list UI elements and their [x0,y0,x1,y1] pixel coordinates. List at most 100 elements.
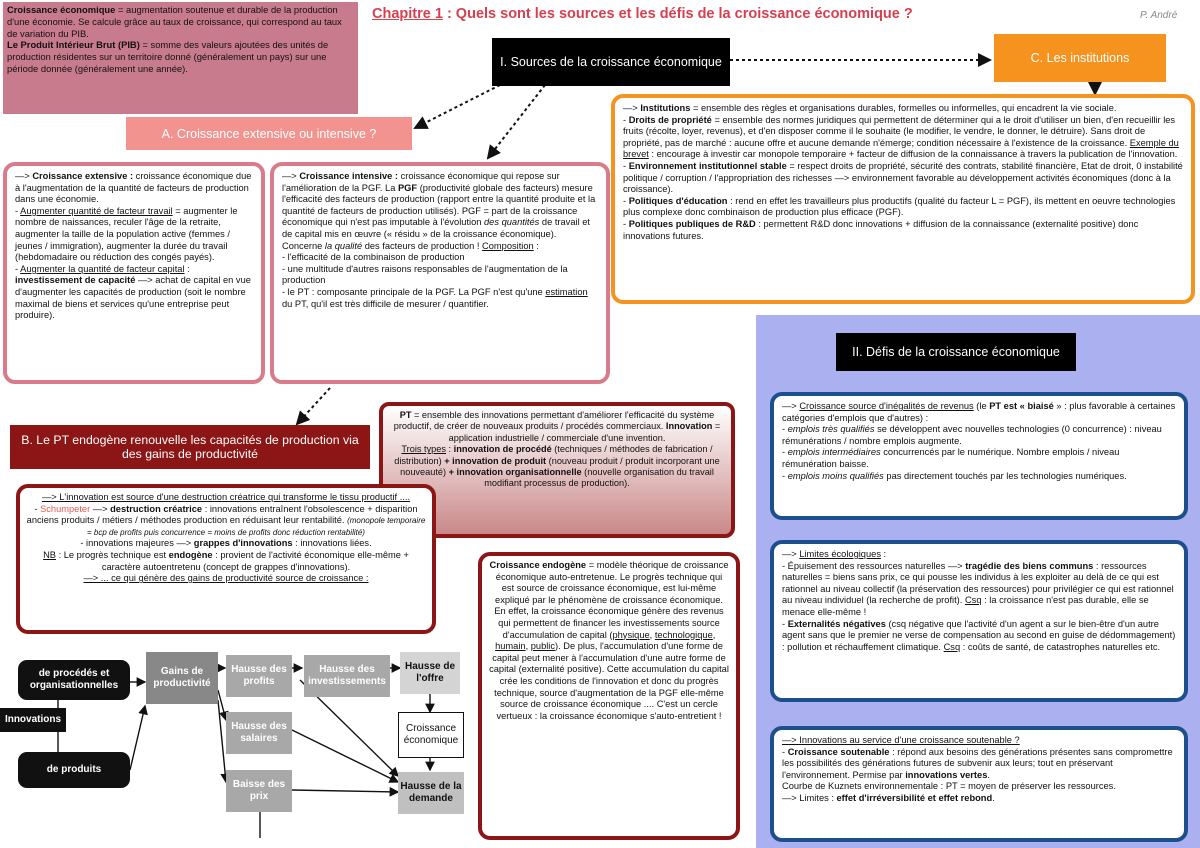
inst-property-term: Droits de propriété [628,114,712,125]
inst-education-term: Politiques d'éducation [628,195,728,206]
eco-dash: - [782,618,788,629]
schumpeter-name: Schumpeter [40,503,91,514]
schum-dash: - [34,503,41,514]
flow-croissance: Croissance économique [398,712,464,758]
innovations-vertes: innovations vertes [905,769,988,780]
inst-property-text: = ensemble des normes juridiques qui per… [623,114,1176,148]
grappes-prefix: - innovations majeures —> [80,538,194,549]
flow-gains: Gains de productivité [146,652,218,704]
nb-text-2: : provient de l'activité économique elle… [101,549,409,572]
flow-prix: Baisse des prix [226,770,292,812]
nb-text-1: : Le progrès technique est [56,549,169,560]
inst-dash-2: - [623,160,629,171]
innovation-term: Innovation [665,421,713,432]
chapter-label: Chapitre 1 [372,6,443,22]
inst-arrow: —> [623,103,641,113]
ext-term: Croissance extensive : [32,171,136,181]
types-colon: : [446,444,454,455]
flow-demande: Hausse de la demande [398,772,464,814]
eco-colon: : [880,549,887,559]
type-orga-desc: (nouvelle organisation du travail modifi… [484,467,714,489]
inst-rd-text: : permettent R&D donc innovations + diff… [623,218,1139,241]
int-item-2: - une multitude d'autres raisons respons… [282,263,568,286]
section-b-title: B. Le PT endogène renouvelle les capacit… [10,425,370,469]
inst-education-text: : rend en effet les travailleurs plus pr… [623,195,1176,218]
limites-term: effet d'irréversibilité et effet rebond [836,792,993,803]
sout-text: : répond aux besoins des générations pré… [782,746,1173,780]
endogenous-growth-box: Croissance endogène = modèle théorique d… [478,552,740,840]
endo-term: Croissance endogène [489,560,587,570]
sout-dash: - [782,746,788,757]
inst-dash-4: - [623,218,629,229]
inst-rd-term: Politiques publiques de R&D [628,218,756,229]
innovation-def: = application industrielle / commerciale… [448,421,721,443]
int-colon: : [533,240,539,251]
emplois-moins-qualifies-text: pas directement touchés par les technolo… [883,470,1127,481]
endogene-term: endogène [168,549,213,560]
capital-humain: humain [495,641,526,652]
inst-term: Institutions [640,103,691,113]
externalites-text: (csq négative que l'activité d'un agent … [782,618,1176,652]
inst-env-text: = respect droits de propriété, sécurité … [623,160,1183,195]
int-item-3a: - le PT : composante principale de la PG… [282,286,546,297]
types-label: Trois types [401,444,446,455]
ext-labor-term: Augmenter quantité de facteur travail [20,205,173,216]
int-text-2: (productivité globale des facteurs) mesu… [282,182,596,228]
ecological-limits-box: —> Limites écologiques : - Épuisement de… [770,540,1188,702]
section-1-title: I. Sources de la croissance économique [492,38,730,86]
limites-prefix: —> Limites : [782,792,837,803]
sustainable-growth-box: —> Innovations au service d'une croissan… [770,726,1188,842]
nb-label: NB [43,549,56,560]
section-a-title: A. Croissance extensive ou intensive ? [126,117,412,150]
inst-def: = ensemble des règles et organisations d… [690,103,1117,113]
ext-dash: - [15,205,21,216]
page-title: Chapitre 1 : Quels sont les sources et l… [372,6,972,22]
schum-arrow: —> [90,503,111,514]
grappes-term: grappes d'innovations [193,538,293,549]
tragedie-term: tragédie des biens communs [965,560,1094,571]
int-item-3b: du PT, qu'il est très difficile de mesur… [282,298,489,309]
int-text-3: de travail et de capital mis en œuvre («… [282,217,590,251]
tragedie-text: : ressources naturelles = biens sans pri… [782,560,1174,606]
definitions-box: Croissance économique = augmentation sou… [3,2,358,114]
emplois-qualifies: emplois très qualifiés [787,424,875,435]
csq-1: Csq [964,595,982,606]
csq-2: Csq [943,641,961,652]
flow-offre: Hausse de l'offre [400,652,460,694]
inst-dash-3: - [623,195,629,206]
ineg-dash-2: - [782,447,788,458]
capital-technologique: technologique [654,629,713,640]
ext-def: croissance économique due à l'augmentati… [15,171,252,205]
emplois-intermediaires: emplois intermédiaires [787,447,881,458]
int-estimation: estimation [545,286,588,297]
sout-term: Croissance soutenable [787,746,890,757]
ineg-text: » : plus favorable à certaines catégorie… [782,401,1176,423]
flow-innovations: Innovations [0,708,66,732]
pt-definition-box: PT = ensemble des innovations permettant… [379,402,735,538]
ineg-dash-1: - [782,424,788,435]
ineg-term: Croissance source d'inégalités de revenu… [799,401,974,411]
csq-1-text: : la croissance n'est pas durable, elle … [782,595,1149,617]
type-procede: innovation de procédé [453,444,552,455]
eco-epuisement: - Épuisement des ressources naturelles —… [782,560,966,571]
ext-labor-text: = augmenter le nombre de naissances, rec… [15,205,238,263]
eco-arrow: —> [782,549,800,559]
ext-capital-term: Augmenter la quantité de facteur capital [20,263,185,274]
capital-physique: physique [612,629,650,640]
flow-investissements: Hausse des investissements [304,655,390,697]
int-text-1: croissance économique qui repose sur l'a… [282,171,560,193]
inst-brevet-text: : encourage à investir car monopole temp… [648,149,1178,160]
int-term: Croissance intensive : [299,171,401,181]
inequalities-box: —> Croissance source d'inégalités de rev… [770,392,1188,520]
int-pgf: PGF [397,182,418,193]
inst-dash-1: - [623,114,629,125]
pt-biaise: PT est « biaisé [989,401,1054,411]
sout-heading: —> Innovations au service d'une croissan… [782,735,1020,745]
def-pib-term: Le Produit Intérieur Brut (PIB) [7,39,140,51]
inst-env-term: Environnement institutionnel stable [628,160,787,171]
limites-period: . [992,792,995,803]
type-produit: + innovation de produit [444,455,547,466]
capital-public: public [530,641,556,652]
emplois-moins-qualifies: emplois moins qualifiés [787,470,884,481]
